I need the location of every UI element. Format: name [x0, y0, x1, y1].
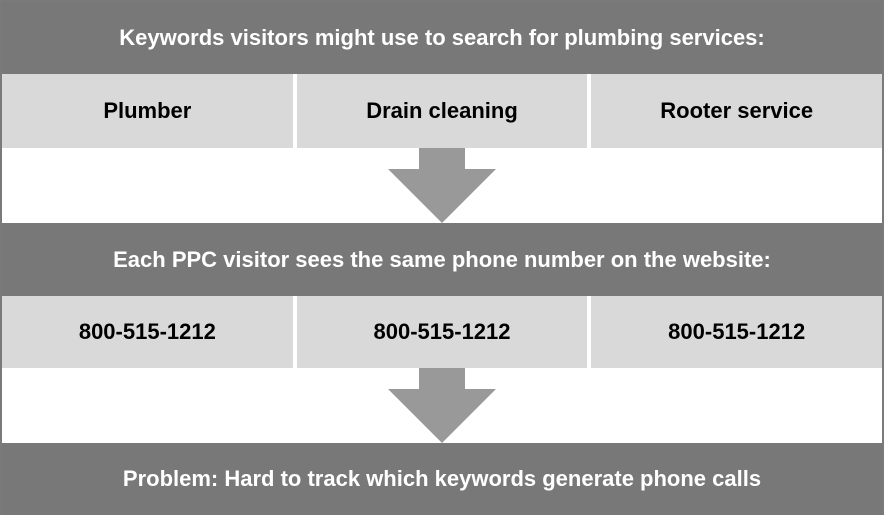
keywords-row: Plumber Drain cleaning Rooter service — [2, 74, 883, 148]
down-arrow-icon — [2, 368, 882, 443]
down-arrow-icon — [2, 148, 882, 223]
keyword-label: Rooter service — [660, 98, 814, 123]
keywords-header: Keywords visitors might use to search fo… — [2, 2, 882, 74]
keyword-cell-rooter-service: Rooter service — [587, 74, 883, 148]
phone-number: 800-515-1212 — [373, 319, 511, 344]
phone-number: 800-515-1212 — [78, 319, 216, 344]
phone-cell-3: 800-515-1212 — [587, 296, 883, 368]
keyword-label: Drain cleaning — [366, 98, 518, 123]
keyword-cell-drain-cleaning: Drain cleaning — [292, 74, 588, 148]
phone-header: Each PPC visitor sees the same phone num… — [2, 223, 882, 296]
keywords-header-text: Keywords visitors might use to search fo… — [119, 25, 765, 50]
keyword-label: Plumber — [103, 98, 192, 123]
keyword-cell-plumber: Plumber — [2, 74, 293, 148]
phones-row: 800-515-1212 800-515-1212 800-515-1212 — [2, 296, 883, 368]
phone-cell-1: 800-515-1212 — [2, 296, 293, 368]
phone-cell-2: 800-515-1212 — [292, 296, 588, 368]
phone-number: 800-515-1212 — [668, 319, 806, 344]
problem-footer: Problem: Hard to track which keywords ge… — [2, 443, 882, 515]
down-arrow-icon-graphic — [388, 148, 496, 223]
problem-footer-text: Problem: Hard to track which keywords ge… — [122, 466, 762, 491]
down-arrow-icon-graphic — [388, 368, 496, 443]
phone-header-text: Each PPC visitor sees the same phone num… — [113, 246, 771, 272]
